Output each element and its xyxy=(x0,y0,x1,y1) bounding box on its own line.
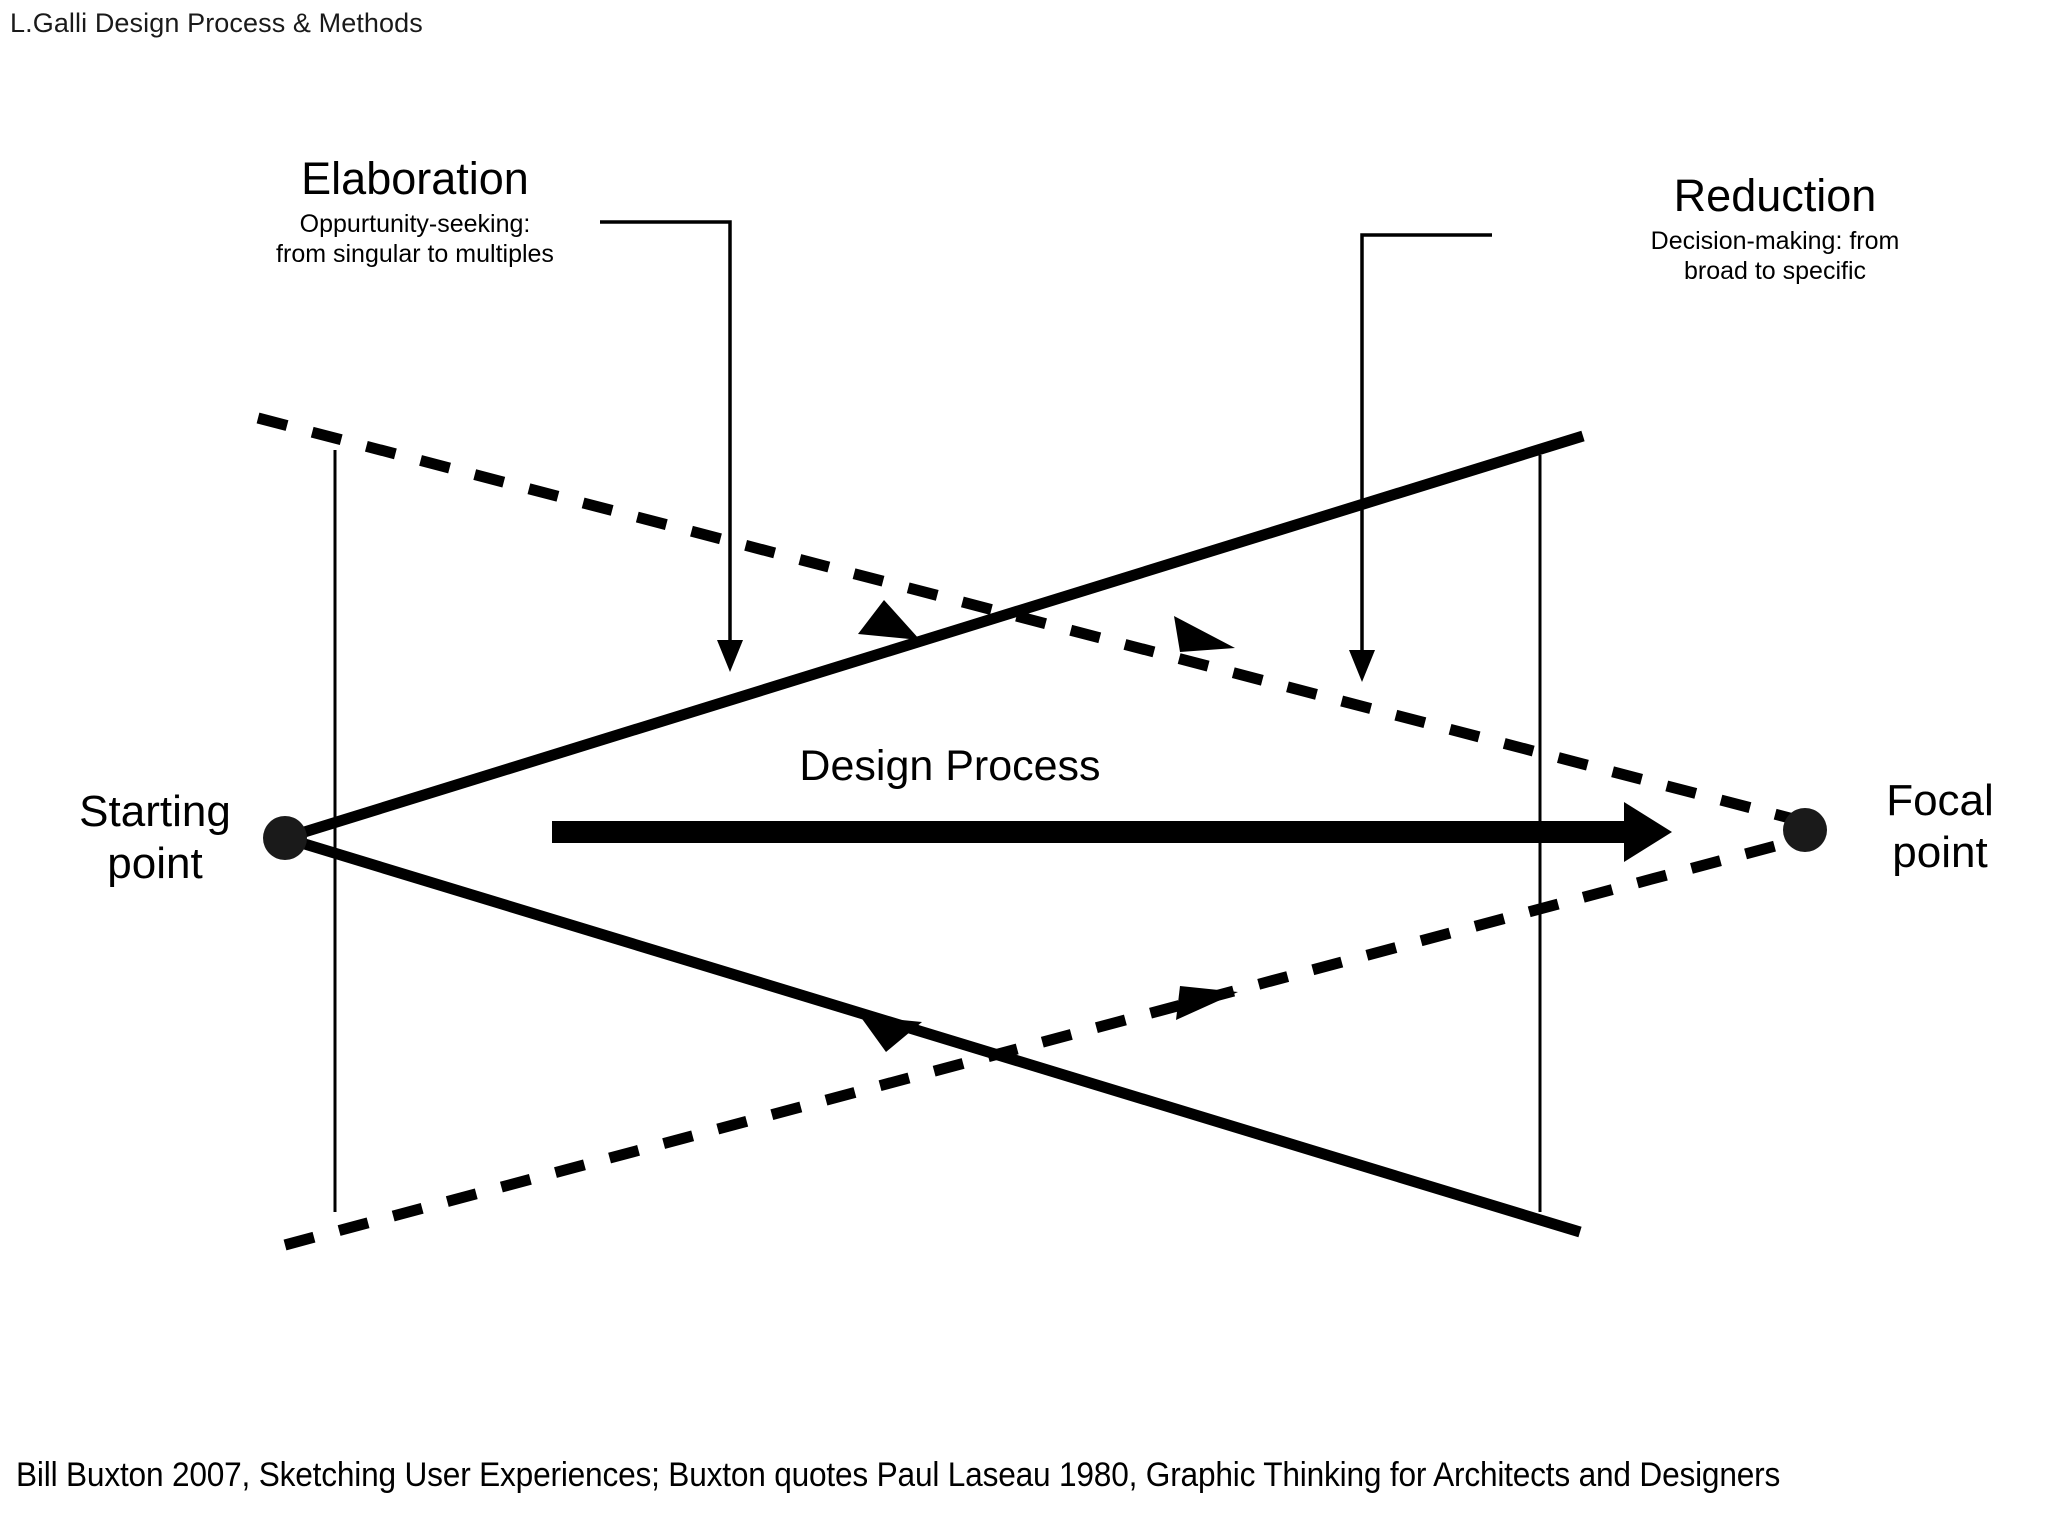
reduction-subtitle-line1: Decision-making: from xyxy=(1650,227,1900,256)
starting-point-label: Starting point xyxy=(30,786,280,890)
page-title: L.Galli Design Process & Methods xyxy=(10,8,423,38)
design-process-label: Design Process xyxy=(799,742,1101,790)
elaboration-label-block: Elaboration Oppurtunity-seeking: from si… xyxy=(180,155,650,269)
reduction-lower-arrowhead xyxy=(1176,986,1238,1020)
elaboration-lower-arrowhead xyxy=(860,1016,922,1052)
elaboration-title: Elaboration xyxy=(301,153,529,204)
elaboration-bracket xyxy=(600,220,743,672)
elaboration-subtitle-line1: Oppurtunity-seeking: xyxy=(299,210,531,239)
reduction-upper-arrowhead xyxy=(1174,616,1235,652)
elaboration-solid-lines xyxy=(283,430,1585,1238)
reduction-title: Reduction xyxy=(1673,170,1877,221)
starting-point-dot xyxy=(263,816,307,860)
reduction-bracket xyxy=(1349,233,1492,682)
focal-point-label-line1: Focal xyxy=(1886,776,1994,825)
footer-credit: Bill Buxton 2007, Sketching User Experie… xyxy=(16,1456,1781,1494)
starting-point-label-line2: point xyxy=(107,838,203,888)
reduction-subtitle-line2: broad to specific xyxy=(1683,256,1867,285)
elaboration-lower-line xyxy=(283,832,1582,1238)
focal-point-label: Focal point xyxy=(1840,775,2040,879)
elaboration-upper-arrowhead xyxy=(858,600,920,640)
design-process-arrow xyxy=(552,802,1672,862)
focal-point-dot xyxy=(1783,808,1827,852)
reduction-lower-line xyxy=(283,832,1807,1251)
reduction-label-block: Reduction Decision-making: from broad to… xyxy=(1540,172,2010,286)
elaboration-subtitle-line2: from singular to multiples xyxy=(276,239,554,268)
reduction-upper-line xyxy=(256,412,1807,828)
starting-point-label-line1: Starting xyxy=(79,787,231,836)
elaboration-upper-line xyxy=(283,430,1585,844)
focal-point-label-line2: point xyxy=(1892,827,1988,877)
reduction-dashed-lines xyxy=(256,412,1807,1251)
